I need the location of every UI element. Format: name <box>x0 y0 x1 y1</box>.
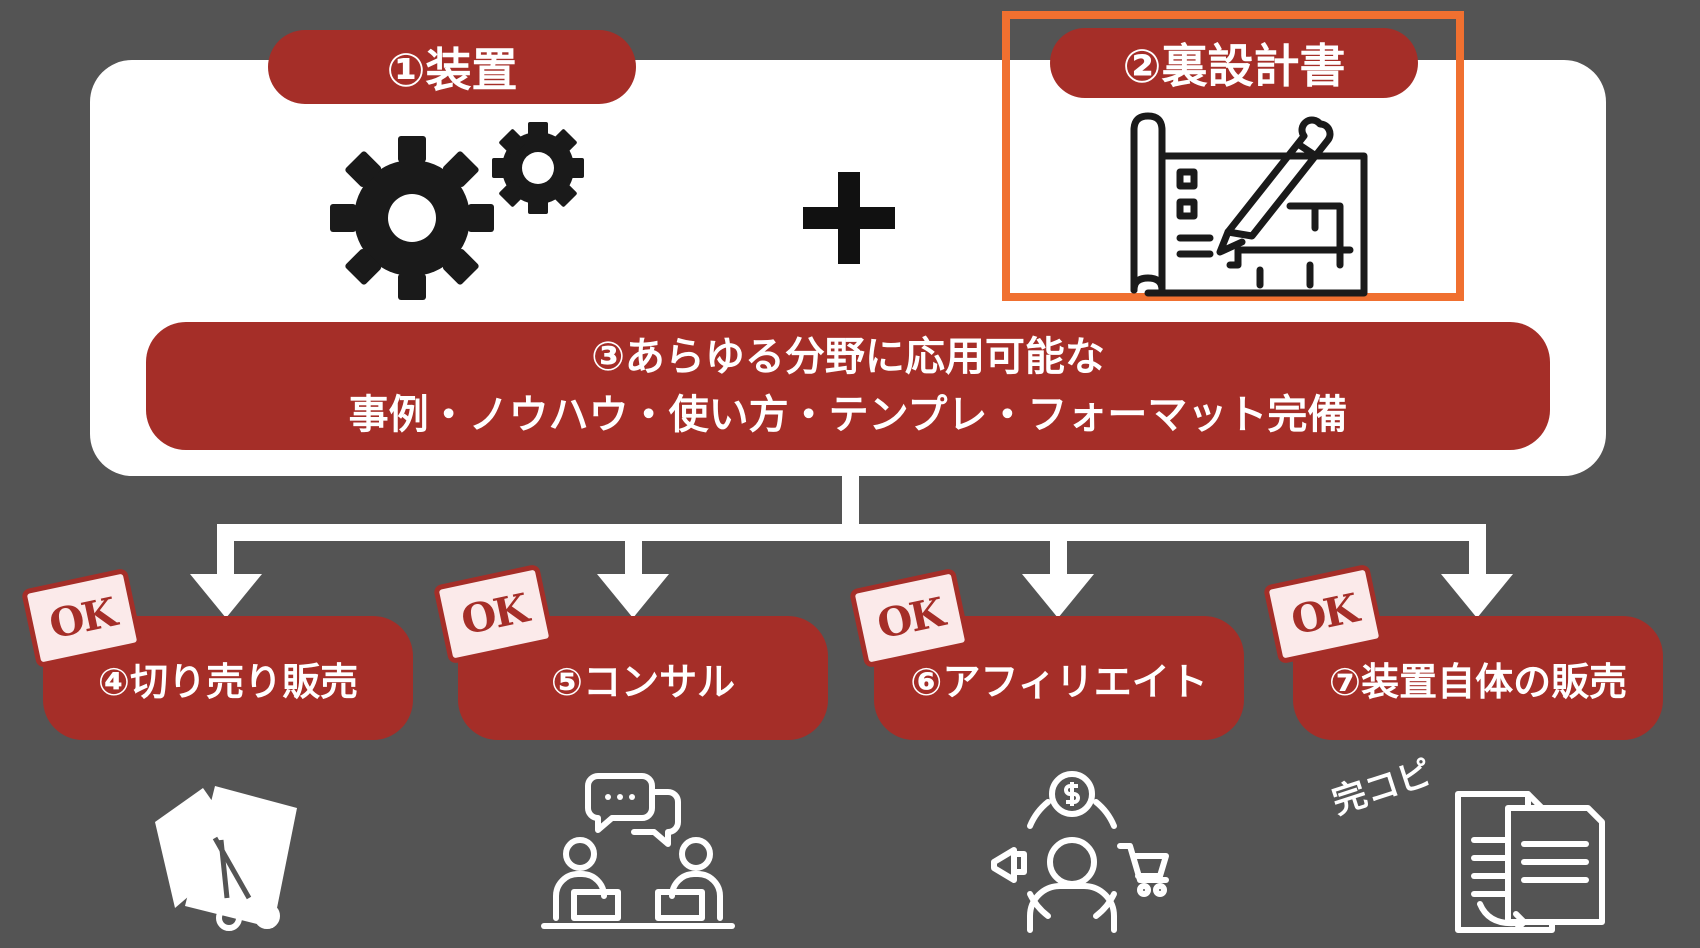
output-pill-affiliate: ⑥アフィリエイト <box>874 616 1244 740</box>
resources-banner: ③あらゆる分野に応用可能な 事例・ノウハウ・使い方・テンプレ・フォーマット完備 <box>146 322 1550 450</box>
plus-icon <box>803 172 895 264</box>
ok-stamp-text: OK <box>873 588 947 648</box>
ok-stamp-text: OK <box>45 588 119 648</box>
gears-icon <box>330 122 584 300</box>
banner-line-1: ③あらゆる分野に応用可能な <box>591 334 1105 380</box>
ok-stamp-text: OK <box>1287 584 1361 644</box>
banner-line-2: 事例・ノウハウ・使い方・テンプレ・フォーマット完備 <box>348 392 1348 438</box>
blueprint-label: ②裏設計書 <box>1050 28 1418 98</box>
affiliate-marketing-icon <box>991 771 1169 933</box>
output-pill-consult: ⑤コンサル <box>458 616 828 740</box>
device-label: ①装置 <box>268 30 636 104</box>
blueprint-highlight-box <box>1002 11 1464 301</box>
blueprint-pencil-icon <box>1130 112 1368 297</box>
copy-documents-icon <box>1455 791 1605 933</box>
ok-stamp-text: OK <box>457 584 531 644</box>
scissors-paper-icon <box>155 786 297 931</box>
consulting-people-icon <box>541 773 735 929</box>
